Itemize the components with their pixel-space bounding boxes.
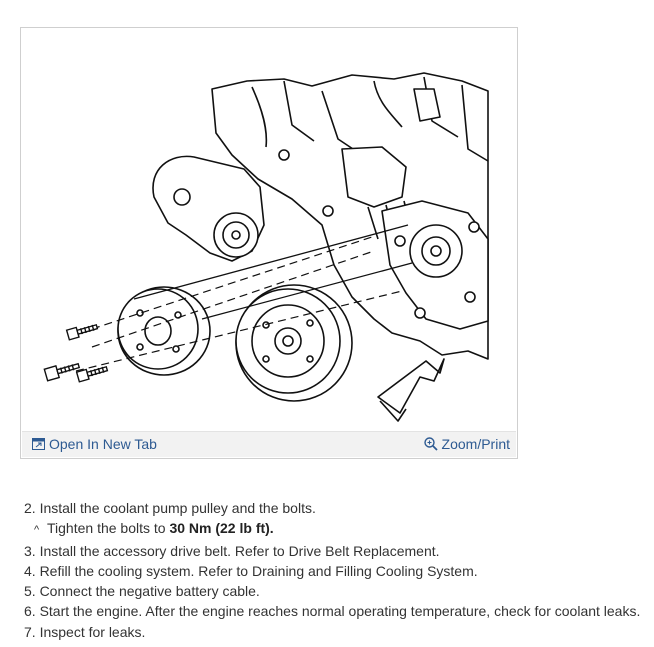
step-7: 7. Inspect for leaks. (24, 623, 146, 640)
open-in-new-tab-link[interactable]: Open In New Tab (32, 436, 157, 452)
figure-card: Open In New Tab Zoom/Print (20, 27, 518, 459)
bullet-caret-icon: ^ (34, 524, 40, 537)
open-new-tab-icon (32, 438, 45, 450)
substep-text: Tighten the bolts to (47, 520, 170, 537)
zoom-print-link[interactable]: Zoom/Print (423, 436, 510, 452)
direction-arrow-icon (377, 358, 445, 414)
procedure-steps: 2. Install the coolant pump pulley and t… (24, 498, 654, 642)
torque-spec: 30 Nm (22 lb ft). (169, 520, 274, 537)
housing-bolts (278, 149, 480, 319)
pulley-bolts (43, 323, 109, 383)
step-3: 3. Install the accessory drive belt. Ref… (24, 542, 440, 559)
step-2-substep: ^ Tighten the bolts to 30 Nm (22 lb ft). (24, 518, 654, 540)
zoom-icon (423, 437, 438, 451)
figure-toolbar: Open In New Tab Zoom/Print (22, 431, 516, 457)
coolant-pump-pulley (117, 286, 211, 376)
open-in-new-tab-label: Open In New Tab (49, 436, 157, 452)
step-5: 5. Connect the negative battery cable. (24, 583, 260, 600)
zoom-print-label: Zoom/Print (441, 436, 510, 452)
crankshaft-balancer (235, 284, 353, 402)
step-4: 4. Refill the cooling system. Refer to D… (24, 562, 478, 579)
step-6: 6. Start the engine. After the engine re… (24, 603, 641, 620)
engine-pulley-diagram[interactable] (22, 29, 518, 431)
step-2: 2. Install the coolant pump pulley and t… (24, 500, 316, 516)
